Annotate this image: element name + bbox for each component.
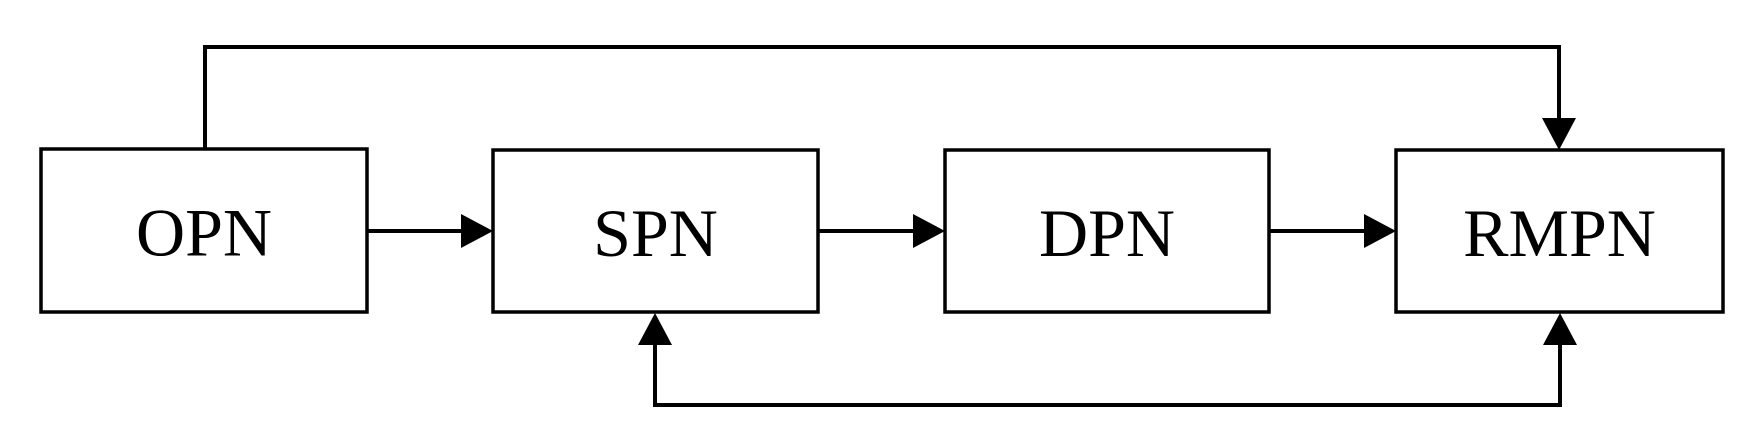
edge-bottom-feedback-into-spn-and-rmpn <box>638 313 1577 407</box>
node-opn: OPN <box>39 147 369 314</box>
edge-top-feedback-opn-to-rmpn <box>203 45 1576 150</box>
nodes-layer: OPN SPN DPN RMPN <box>39 147 1725 314</box>
edge-spn-to-dpn <box>818 214 945 248</box>
node-label-spn: SPN <box>593 195 718 271</box>
node-box-dpn <box>943 148 1271 314</box>
node-rmpn: RMPN <box>1394 148 1725 314</box>
edge-line-bottom-feedback-into-spn-and-rmpn <box>653 343 1562 407</box>
node-label-dpn: DPN <box>1039 195 1175 271</box>
arrowhead-icon <box>638 313 672 345</box>
node-box-rmpn <box>1394 148 1725 314</box>
node-spn: SPN <box>491 148 820 314</box>
arrowhead-icon <box>461 214 493 248</box>
arrowhead-icon <box>1542 118 1576 150</box>
node-box-opn <box>39 147 369 314</box>
node-box-spn <box>491 148 820 314</box>
node-label-opn: OPN <box>136 195 272 271</box>
node-dpn: DPN <box>943 148 1271 314</box>
edges-layer <box>203 45 1577 407</box>
node-label-rmpn: RMPN <box>1463 195 1656 271</box>
arrowhead-icon <box>913 214 945 248</box>
arrowhead-icon <box>1543 313 1577 345</box>
edge-line-top-feedback-opn-to-rmpn <box>203 45 1561 149</box>
edge-opn-to-spn <box>367 214 493 248</box>
arrowhead-icon <box>1364 214 1396 248</box>
edge-dpn-to-rmpn <box>1269 214 1396 248</box>
